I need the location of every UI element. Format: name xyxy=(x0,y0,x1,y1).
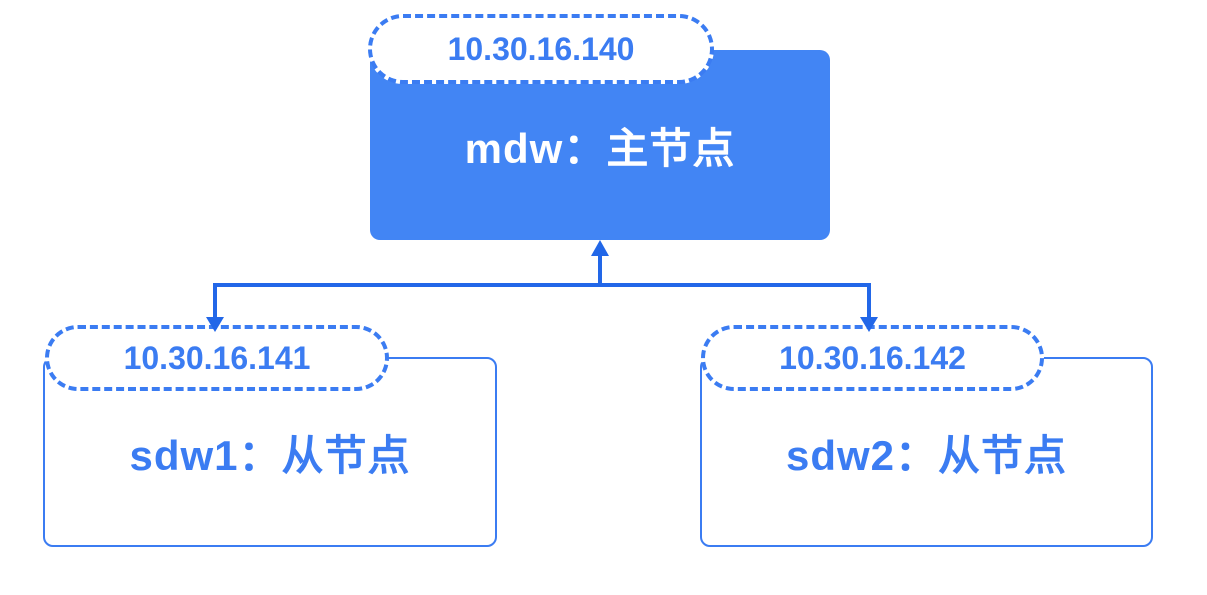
node-worker2-ip-badge: 10.30.16.142 xyxy=(701,325,1044,391)
edge-bus xyxy=(213,283,871,319)
node-master-label: mdw：主节点 xyxy=(464,124,736,172)
node-master-ip: 10.30.16.140 xyxy=(447,30,635,67)
node-worker2-label: sdw2：从节点 xyxy=(785,431,1068,479)
node-worker1-label: sdw1：从节点 xyxy=(129,431,411,479)
node-worker1-ip-badge: 10.30.16.141 xyxy=(45,325,389,391)
node-worker2-ip: 10.30.16.142 xyxy=(779,339,966,376)
arrowhead-up-icon xyxy=(591,240,609,256)
node-worker1-ip: 10.30.16.141 xyxy=(123,339,311,376)
node-master-ip-badge: 10.30.16.140 xyxy=(368,14,714,84)
